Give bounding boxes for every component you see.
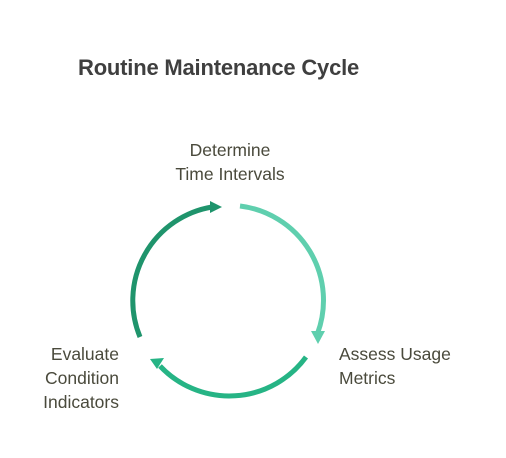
step-label-line: Metrics [339,368,396,388]
arrowhead-assess [311,331,325,344]
step-label-line: Assess Usage [339,344,451,364]
arrowhead-determine [210,201,222,213]
step-label-line: Indicators [43,392,119,412]
step-label-line: Determine [189,140,271,160]
step-label-evaluate-condition-indicators: Evaluate Condition Indicators [0,342,119,414]
diagram-title: Routine Maintenance Cycle [78,55,360,80]
step-label-line: Evaluate [50,344,119,364]
step-label-determine-time-intervals: Determine Time Intervals [150,138,310,186]
arrowhead-evaluate [150,358,164,369]
cycle-arc-evaluate-to-determine [130,204,213,338]
step-label-assess-usage-metrics: Assess Usage Metrics [339,342,451,390]
cycle-arc-determine-to-assess [239,203,326,335]
cycle-arc-assess-to-evaluate [158,355,309,399]
step-label-line: Condition [45,368,119,388]
step-label-line: Time Intervals [175,164,285,184]
